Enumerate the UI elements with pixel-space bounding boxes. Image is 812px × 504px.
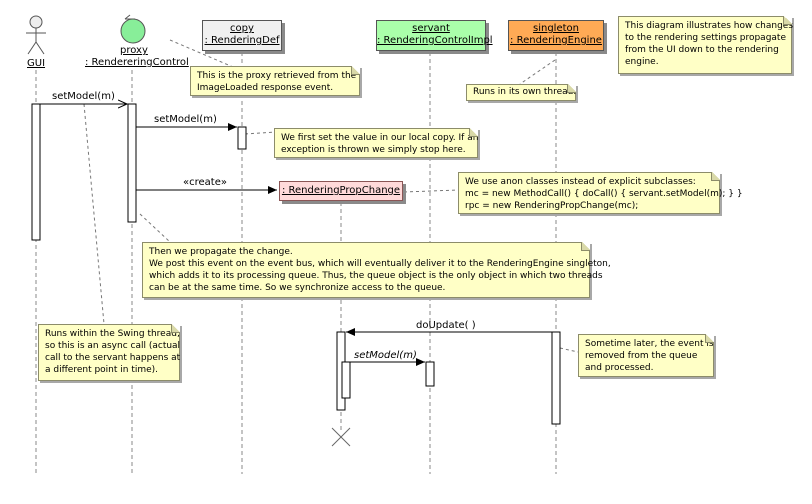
later-note-line: Sometime later, the event is: [585, 339, 714, 349]
servant-activation: [425, 361, 435, 387]
msg-servant-setmodel-label: setModel(m): [354, 350, 417, 361]
copy-type: : RenderingDef: [204, 35, 280, 46]
anon-classes-note: We use anon classes instead of explicit …: [458, 172, 743, 214]
intro-note-line: from the UI down to the rendering: [625, 45, 779, 55]
servant-type: : RenderingControlImpl: [377, 35, 493, 46]
proxy-circle-icon: [120, 14, 146, 44]
propagate-note-line: which adds it to its processing queue. T…: [149, 271, 603, 281]
intro-note-line: This diagram illustrates how changes: [625, 21, 794, 31]
copy-note-line: We first set the value in our local copy…: [281, 133, 479, 143]
propagate-note-connector: [139, 213, 171, 243]
swing-note-line: so this is an async call (actual: [45, 341, 181, 351]
gui-actor-icon: [26, 15, 46, 55]
singleton-activation: [551, 331, 561, 425]
later-note-connector: [559, 347, 579, 353]
copy-note-connector: [244, 131, 277, 135]
destroy-mark-icon: [331, 427, 351, 447]
propagate-note-line: Then we propagate the change.: [149, 247, 293, 257]
copy-lifeline-head: copy : RenderingDef: [202, 20, 282, 51]
singleton-lifeline-head: singleton : RenderingEngine: [508, 20, 604, 51]
servant-name: servant: [412, 23, 450, 34]
msg-proxy-copy-label: setModel(m): [154, 114, 217, 125]
anon-note-line: mc = new MethodCall() { doCall() { serva…: [465, 189, 743, 199]
swing-note-line: a different point in time).: [45, 365, 159, 375]
proxy-note: This is the proxy retrieved from the Ima…: [190, 66, 360, 96]
propagate-note-line: can be at the same time. So we synchroni…: [149, 283, 446, 293]
copy-note-line: exception is thrown we simply stop here.: [281, 145, 466, 155]
singleton-type: : RenderingEngine: [510, 35, 602, 46]
later-note-line: and processed.: [585, 363, 654, 373]
anon-note-line: We use anon classes instead of explicit …: [465, 177, 696, 187]
intro-note: This diagram illustrates how changes to …: [618, 16, 794, 74]
msg-gui-proxy-label: setModel(m): [52, 91, 115, 102]
swing-thread-note: Runs within the Swing thread, so this is…: [38, 324, 180, 381]
servant-lifeline-head: servant : RenderingControlImpl: [376, 20, 493, 51]
swing-note-connector: [83, 103, 105, 325]
gui-activation: [31, 103, 41, 241]
propagate-note: Then we propagate the change. We post th…: [142, 242, 611, 298]
propagate-note-line: We post this event on the event bus, whi…: [149, 259, 611, 269]
anon-note-connector: [403, 189, 459, 193]
copy-name: copy: [230, 23, 254, 34]
copy-note: We first set the value in our local copy…: [274, 128, 478, 158]
msg-create-label: «create»: [183, 177, 227, 188]
sometime-later-note: Sometime later, the event is removed fro…: [578, 334, 714, 377]
intro-note-line: to the rendering settings propagate: [625, 33, 786, 43]
thread-note-connector: [519, 59, 556, 85]
prop-change-object: : RenderingPropChange: [279, 181, 403, 201]
thread-note-line: Runs in its own thread.: [473, 87, 577, 97]
swing-note-line: call to the servant happens at: [45, 353, 181, 363]
copy-activation: [237, 126, 247, 150]
swing-note-line: Runs within the Swing thread,: [45, 329, 180, 339]
singleton-name: singleton: [533, 23, 579, 34]
gui-label: GUI: [27, 58, 46, 69]
prop-change-inner-activation: [341, 361, 351, 399]
proxy-name: proxy: [120, 45, 148, 56]
proxy-note-connector: [169, 39, 241, 71]
later-note-line: removed from the queue: [585, 351, 698, 361]
msg-doupdate-label: doUpdate( ): [416, 320, 476, 331]
anon-note-line: rpc = new RenderingPropChange(mc);: [465, 201, 639, 211]
proxy-note-line: This is the proxy retrieved from the: [197, 71, 357, 81]
proxy-type: : RendereringControl: [85, 57, 189, 68]
proxy-activation: [127, 103, 137, 223]
proxy-note-line: ImageLoaded response event.: [197, 83, 334, 93]
thread-note: Runs in its own thread.: [466, 84, 576, 101]
intro-note-line: engine.: [625, 57, 659, 67]
